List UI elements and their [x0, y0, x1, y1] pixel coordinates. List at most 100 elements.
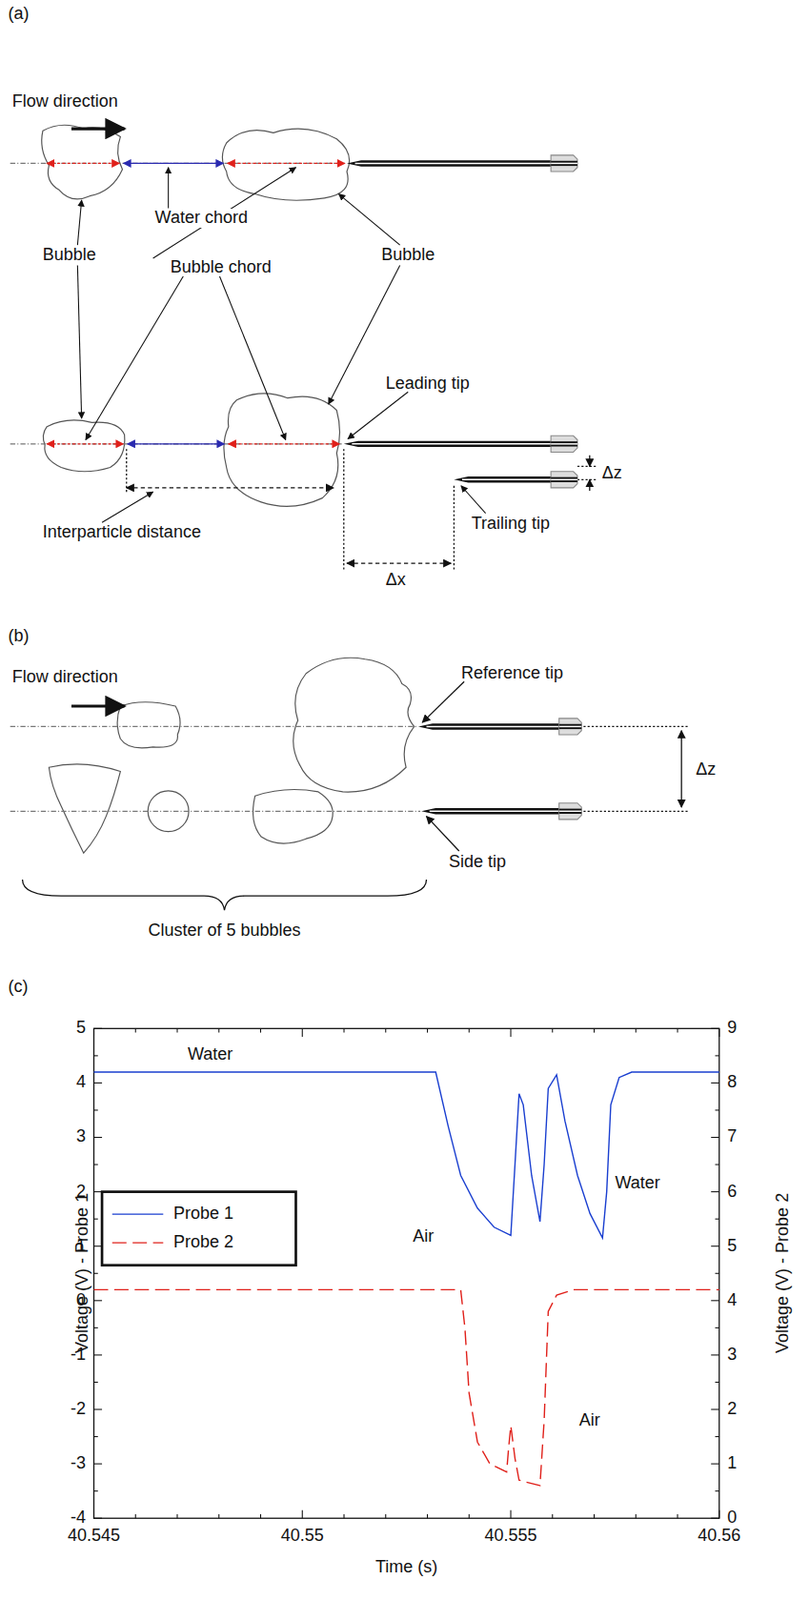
probe-core — [462, 479, 551, 481]
probe-holder — [559, 803, 583, 820]
stroke — [593, 1514, 595, 1518]
stroke — [718, 1028, 720, 1037]
phase-label: Air — [579, 1411, 601, 1431]
stroke — [302, 1510, 304, 1519]
stroke — [710, 1191, 720, 1193]
stroke — [718, 1510, 720, 1519]
stroke — [676, 1514, 678, 1518]
stroke — [715, 1218, 720, 1220]
probe-core — [550, 162, 578, 164]
dimension-label: Δz — [695, 760, 716, 780]
phase-label: Water — [614, 1173, 660, 1194]
stroke — [509, 1510, 511, 1519]
tick-label: -4 — [70, 1508, 86, 1528]
probe-holder — [550, 471, 578, 488]
tick-label: 40.55 — [281, 1526, 324, 1546]
stroke — [426, 1514, 428, 1518]
stroke — [93, 1517, 102, 1519]
stroke — [260, 1028, 262, 1032]
panel-letter: (a) — [8, 4, 30, 24]
stroke — [384, 1514, 386, 1518]
stroke — [93, 1082, 102, 1084]
tick-label: 5 — [76, 1018, 86, 1038]
stroke — [93, 1299, 102, 1301]
panel-letter: (b) — [8, 626, 30, 647]
tick-label: 7 — [727, 1127, 737, 1147]
stroke — [551, 1514, 553, 1518]
axis-title: Voltage (V) - Probe 1 — [73, 1193, 93, 1354]
probe-stem — [559, 809, 583, 814]
stroke — [715, 1054, 720, 1056]
stroke — [93, 1354, 102, 1356]
stroke — [176, 1514, 178, 1518]
stroke — [509, 1028, 511, 1037]
cluster-label: Cluster of 5 bubbles — [147, 921, 301, 941]
legend-line — [112, 1213, 164, 1214]
stroke — [468, 1028, 470, 1032]
tick-label: 40.545 — [67, 1526, 121, 1546]
tick-label: 4 — [76, 1072, 86, 1093]
legend-text: Probe 1 — [173, 1204, 234, 1224]
tick-label: -3 — [70, 1454, 86, 1474]
tick-label: 6 — [727, 1182, 737, 1202]
stroke — [710, 1299, 720, 1301]
stroke — [635, 1514, 637, 1518]
stroke — [710, 1354, 720, 1356]
probe-stem — [559, 724, 583, 729]
stroke — [715, 1435, 720, 1437]
probe-stem — [550, 441, 578, 446]
plot-frame — [93, 1028, 719, 1518]
stroke — [384, 1028, 386, 1032]
stroke — [715, 1164, 720, 1166]
probe-holder — [559, 718, 583, 735]
stroke — [93, 1136, 102, 1138]
stroke — [635, 1028, 637, 1032]
probe-core — [351, 443, 551, 445]
phase-label: Water — [187, 1045, 233, 1065]
legend-box — [101, 1192, 296, 1266]
chord-label: Water chord — [153, 208, 250, 228]
tip-label: Reference tip — [461, 664, 564, 684]
probe2-curve — [93, 1289, 719, 1486]
tick-label: 0 — [727, 1508, 737, 1528]
probe-core — [550, 443, 578, 445]
stroke — [218, 1028, 220, 1032]
stroke — [710, 1028, 720, 1030]
probe-core — [426, 726, 560, 728]
stroke — [93, 1028, 95, 1037]
probe-core — [550, 479, 578, 481]
bubble-label: Bubble — [379, 245, 437, 265]
tick-label: 5 — [727, 1236, 737, 1256]
tip-label: Side tip — [448, 852, 506, 872]
probe-core — [559, 726, 583, 728]
stroke — [715, 1381, 720, 1383]
tick-label: 8 — [727, 1072, 737, 1093]
stroke — [93, 1028, 102, 1030]
probe-needle — [421, 808, 560, 814]
axis-title: Voltage (V) - Probe 2 — [773, 1193, 793, 1354]
bubble-outlines — [41, 124, 415, 853]
stroke — [426, 1028, 428, 1032]
stroke — [93, 1054, 98, 1056]
stroke — [551, 1028, 553, 1032]
stroke — [710, 1245, 720, 1247]
stroke — [260, 1514, 262, 1518]
stroke — [135, 1514, 137, 1518]
chord-label: Bubble chord — [168, 258, 274, 278]
probe1-curve — [93, 1071, 719, 1238]
flow-label: Flow direction — [12, 667, 119, 688]
tip-label: Trailing tip — [471, 514, 550, 534]
stroke — [93, 1218, 98, 1220]
tick-label: -2 — [70, 1399, 86, 1419]
stroke — [343, 1028, 344, 1032]
legend-line — [112, 1241, 164, 1243]
stroke — [93, 1381, 98, 1383]
stroke — [676, 1028, 678, 1032]
probe-stem — [550, 161, 578, 166]
stroke — [593, 1028, 595, 1032]
tick-label: 40.555 — [484, 1526, 537, 1546]
stroke — [302, 1028, 304, 1037]
legend-text: Probe 2 — [173, 1233, 234, 1253]
stroke — [710, 1082, 720, 1084]
